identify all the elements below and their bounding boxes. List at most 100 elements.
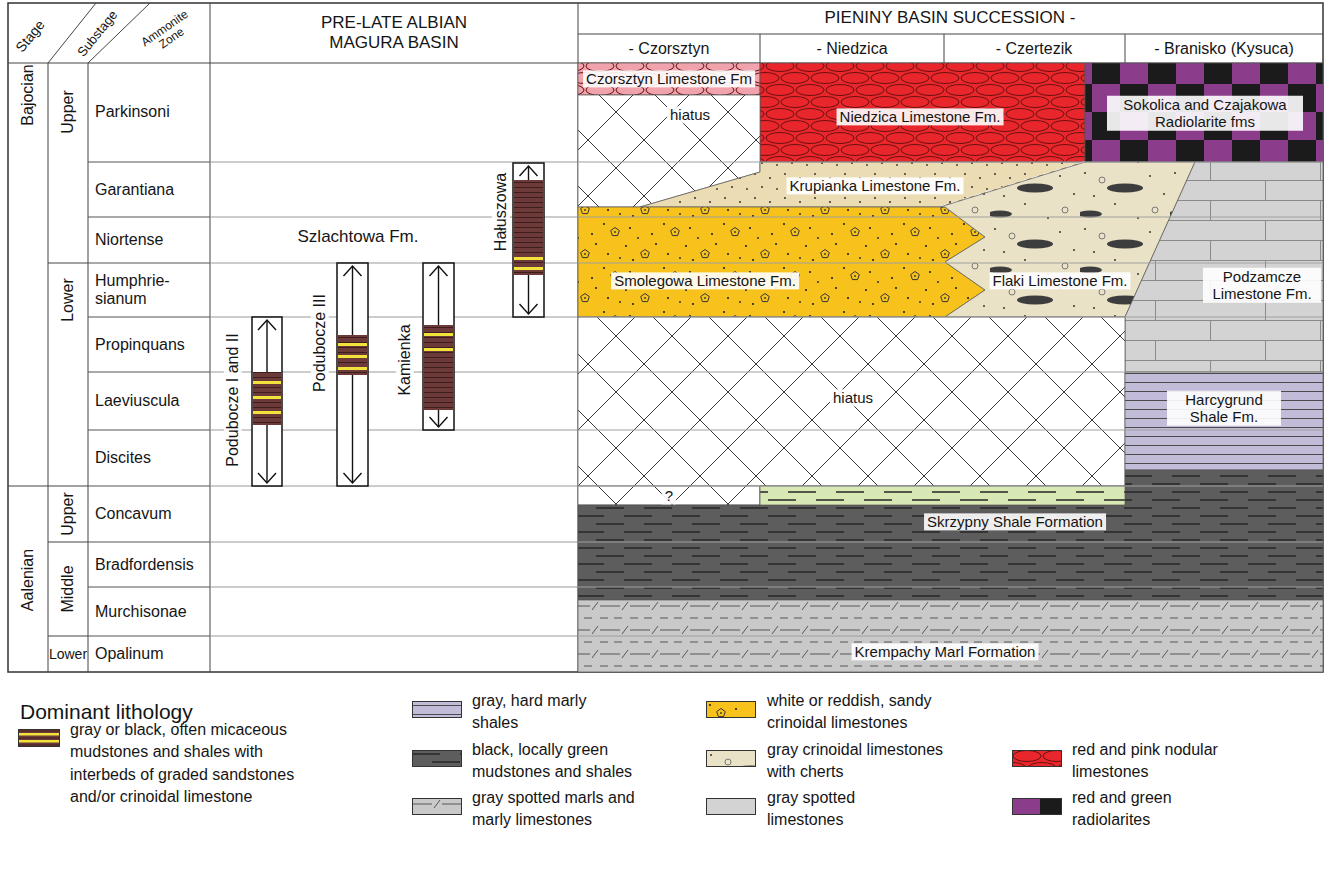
zone-rule — [88, 542, 210, 543]
header-label: Stage — [12, 17, 48, 56]
formation-fill — [760, 63, 1085, 162]
zone-rule — [88, 486, 210, 487]
header-label: Substage — [75, 8, 121, 60]
zone-rule — [88, 587, 210, 588]
formation-band: Skrzypny Shale Formation — [578, 470, 1323, 600]
zone-rule — [88, 217, 210, 218]
formation-fill — [578, 470, 1323, 600]
legend-text: gray or black, often micaceous mudstones… — [70, 719, 302, 809]
legend-text: red and pink nodular limestones — [1072, 739, 1237, 784]
formation-name: Flaki Limestone Fm. — [989, 272, 1130, 289]
lithology-texture — [514, 180, 543, 275]
zone-rule — [88, 263, 210, 264]
header-label: Ammonite Zone — [136, 5, 201, 60]
legend-swatch — [412, 701, 462, 718]
zone-rule — [88, 162, 210, 636]
zone-rule — [578, 587, 1323, 588]
formation-name: Czorsztyn Limestone Fm — [583, 70, 755, 87]
swatch-frame — [413, 751, 462, 767]
formation-fill — [1085, 63, 1323, 162]
formation-name: Szlachtowa Fm. — [298, 227, 419, 247]
legend-swatch — [412, 798, 462, 815]
swatch-texture — [412, 750, 462, 767]
section-name: Hałuszowa — [492, 170, 510, 254]
legend-text: gray, hard marly shales — [472, 690, 622, 735]
column-heading: PIENINY BASIN SUCCESSION - — [825, 8, 1076, 28]
legend-text: red and green radiolarites — [1072, 787, 1197, 832]
zone-name: Discites — [95, 449, 151, 467]
sandstone-bed — [424, 348, 453, 351]
legend-text: gray spotted marls and marly limestones — [472, 787, 647, 832]
zone-rule — [88, 636, 210, 637]
stage-name: Bajocian — [19, 64, 37, 125]
zone-rule — [578, 263, 1323, 264]
legend-text: black, locally green mudstones and shale… — [472, 739, 647, 784]
lithology-texture — [578, 600, 1323, 672]
zone-rule — [88, 372, 210, 373]
zone-name: Propinquans — [95, 336, 185, 354]
lithology-texture — [578, 486, 760, 505]
swatch-color — [1012, 750, 1062, 767]
table-rule — [48, 63, 49, 672]
swatch-texture — [706, 798, 756, 815]
section-name: Podubocze III — [311, 291, 329, 395]
zone-rule — [88, 162, 210, 163]
legend-swatch — [1012, 798, 1062, 815]
lithology-texture — [1125, 372, 1323, 470]
range-bar: Podubocze I and II — [218, 317, 282, 486]
range-bar-frame — [337, 263, 368, 486]
arrow-head — [258, 320, 276, 330]
section-heading: - Branisko (Kysuca) — [1154, 40, 1294, 58]
swatch-color — [706, 798, 756, 815]
lithology-texture — [578, 207, 985, 317]
substage-name: Lower — [49, 646, 87, 662]
table-rule — [1125, 34, 1126, 63]
arrow-head — [430, 266, 448, 276]
sandstone-bed — [338, 355, 367, 358]
section-heading: - Czorsztyn — [629, 40, 710, 58]
formation-fill — [578, 317, 1125, 486]
zone-rule — [578, 162, 1323, 636]
formation-name: Skrzypny Shale Formation — [924, 513, 1106, 530]
formation-band: Czorsztyn Limestone Fm — [578, 63, 760, 95]
table-rule — [210, 3, 211, 672]
sandstone-bed — [338, 343, 367, 346]
formation-band: ? — [578, 486, 760, 505]
formation-name: Sokolica and Czajakowa Radiolarite fms — [1107, 96, 1303, 131]
swatch-color — [706, 750, 756, 767]
swatch-texture — [1012, 750, 1062, 767]
lithology-texture — [578, 317, 1125, 486]
arrow-head — [344, 266, 362, 276]
lithology-fill — [253, 372, 281, 425]
zone-rule — [210, 587, 578, 588]
table-rule — [944, 34, 945, 63]
swatch-frame — [1013, 799, 1062, 815]
formation-graphic — [578, 600, 1323, 672]
zone-name: Bradfordensis — [95, 556, 194, 574]
swatch-texture — [412, 701, 462, 718]
legend-swatch — [706, 701, 756, 718]
formation-name: Krempachy Marl Formation — [852, 643, 1039, 660]
zone-name: Niortense — [95, 231, 163, 249]
formation-band: Harcygrund Shale Fm. — [1125, 372, 1323, 470]
legend-swatch — [706, 798, 756, 815]
table-rule — [8, 3, 1323, 672]
formation-band: Krempachy Marl Formation — [578, 600, 1323, 672]
swatch-frame — [707, 702, 756, 718]
range-bar-frame — [252, 317, 282, 486]
table-rule — [88, 63, 89, 672]
zone-name: Parkinsoni — [95, 103, 170, 121]
sandstone-bed — [424, 333, 453, 336]
arrow-head — [344, 473, 362, 483]
swatch-frame — [19, 730, 60, 747]
formation-fill — [578, 63, 760, 95]
zone-name: Garantiana — [95, 181, 174, 199]
legend-text: gray crinoidal limestones with cherts — [767, 739, 962, 784]
lithology-texture — [578, 63, 760, 95]
sandstone-bed — [253, 381, 281, 384]
swatch-color — [412, 798, 462, 815]
zone-rule — [210, 636, 578, 637]
swatch-texture — [412, 798, 462, 815]
arrow-head — [258, 473, 276, 483]
